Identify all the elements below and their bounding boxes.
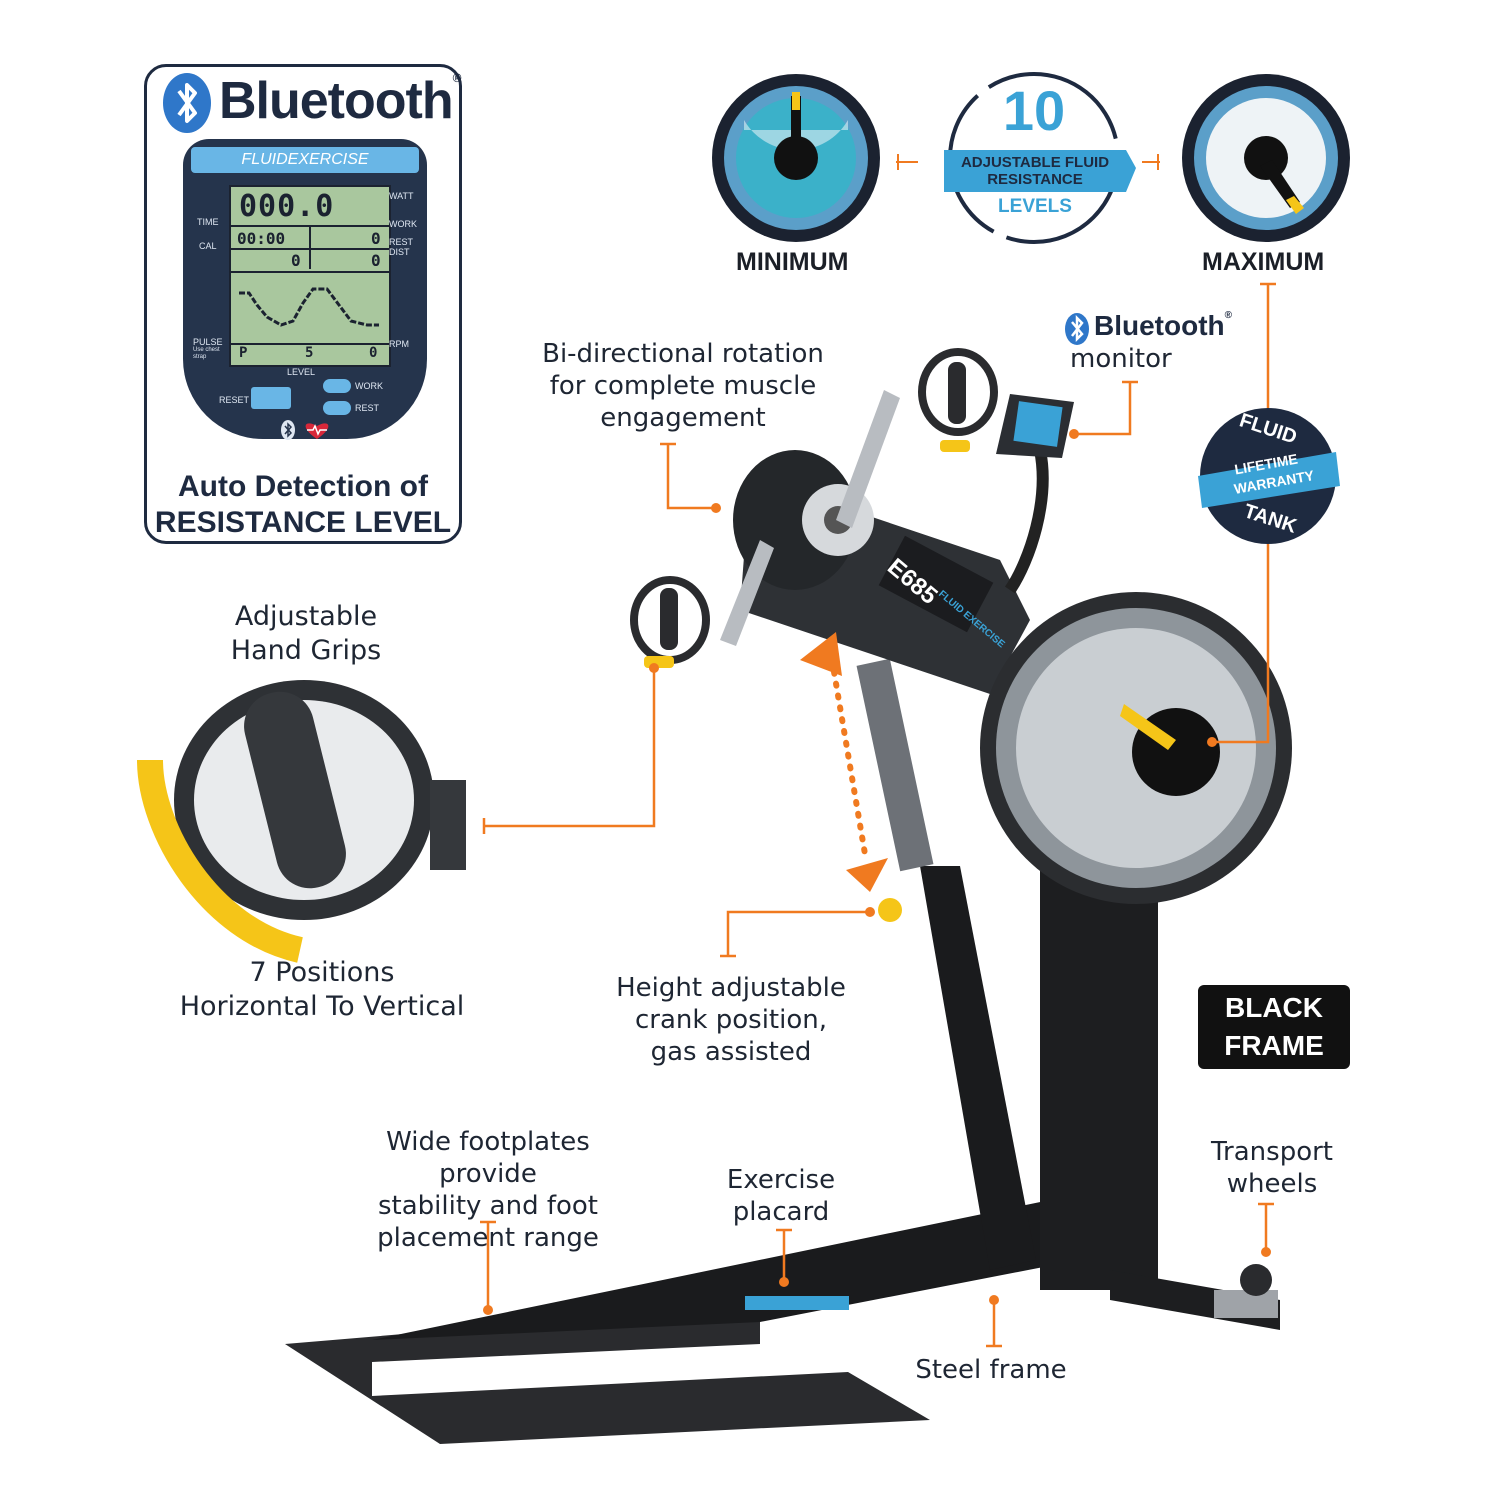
reset-label: RESET — [219, 395, 250, 405]
maximum-gauge — [1182, 74, 1350, 242]
work-readout: 0 — [371, 229, 381, 248]
work-button-label: WORK — [355, 381, 383, 391]
cal-label: CAL — [199, 241, 217, 251]
reset-button[interactable] — [251, 387, 291, 409]
pulse-label: PULSE — [193, 337, 223, 347]
bluetooth-heart-icons — [281, 420, 329, 440]
console-display: FLUIDEXERCISE 000.0 00:00 0 0 0 P 5 0 WA… — [183, 139, 427, 440]
cal-readout: 0 — [291, 251, 301, 270]
work-button[interactable] — [323, 379, 351, 393]
time-label: TIME — [197, 217, 219, 227]
panel-caption-line2: RESISTANCE LEVEL — [154, 506, 452, 539]
lcd-screen: 000.0 00:00 0 0 0 P 5 0 — [229, 185, 391, 367]
rest-button[interactable] — [323, 401, 351, 415]
hand-grip-closeup — [137, 680, 466, 963]
monitor-panel: Bluetooth® FLUIDEXERCISE 000.0 00:00 0 0… — [144, 64, 462, 544]
warranty-seal — [1198, 408, 1340, 544]
time-readout: 00:00 — [237, 229, 286, 248]
callout-leader-lines — [480, 282, 1276, 1348]
minimum-label: MINIMUM — [736, 248, 849, 276]
level-readout: 5 — [305, 345, 314, 361]
watt-label: WATT — [389, 191, 414, 201]
callout-steel-frame: Steel frame — [915, 1355, 1067, 1385]
machine-illustration — [285, 348, 1292, 1444]
badge-line3: LEVELS — [998, 196, 1072, 217]
bluetooth-logo-icon — [163, 73, 211, 133]
maximum-label: MAXIMUM — [1202, 248, 1325, 276]
lcd-wave-graph — [239, 287, 379, 327]
badge-number: 10 — [1002, 79, 1066, 142]
work-label: WORK — [389, 219, 417, 229]
rpm-readout: 0 — [369, 345, 378, 361]
resistance-levels-badge — [944, 72, 1136, 244]
rest-readout: 0 — [371, 251, 381, 270]
watt-readout: 000.0 — [239, 189, 335, 224]
rest-button-label: REST — [355, 403, 380, 413]
badge-line1: ADJUSTABLE FLUID — [960, 154, 1110, 171]
bluetooth-small-icon — [1065, 313, 1089, 345]
pulse-readout: P — [239, 345, 248, 361]
height-adjust-arrow — [800, 632, 888, 892]
level-label: LEVEL — [287, 367, 316, 377]
console-brand: FLUIDEXERCISE — [191, 147, 419, 173]
bluetooth-heading: Bluetooth® — [219, 71, 461, 130]
badge-line2: RESISTANCE — [987, 171, 1083, 188]
minimum-gauge — [712, 74, 880, 242]
callout-dots — [483, 429, 1271, 1315]
rest-dist-label: REST DIST — [389, 237, 413, 257]
panel-caption-line1: Auto Detection of — [178, 470, 428, 503]
chest-strap-label: Use chest strap — [193, 347, 220, 360]
rpm-label: RPM — [389, 339, 409, 349]
